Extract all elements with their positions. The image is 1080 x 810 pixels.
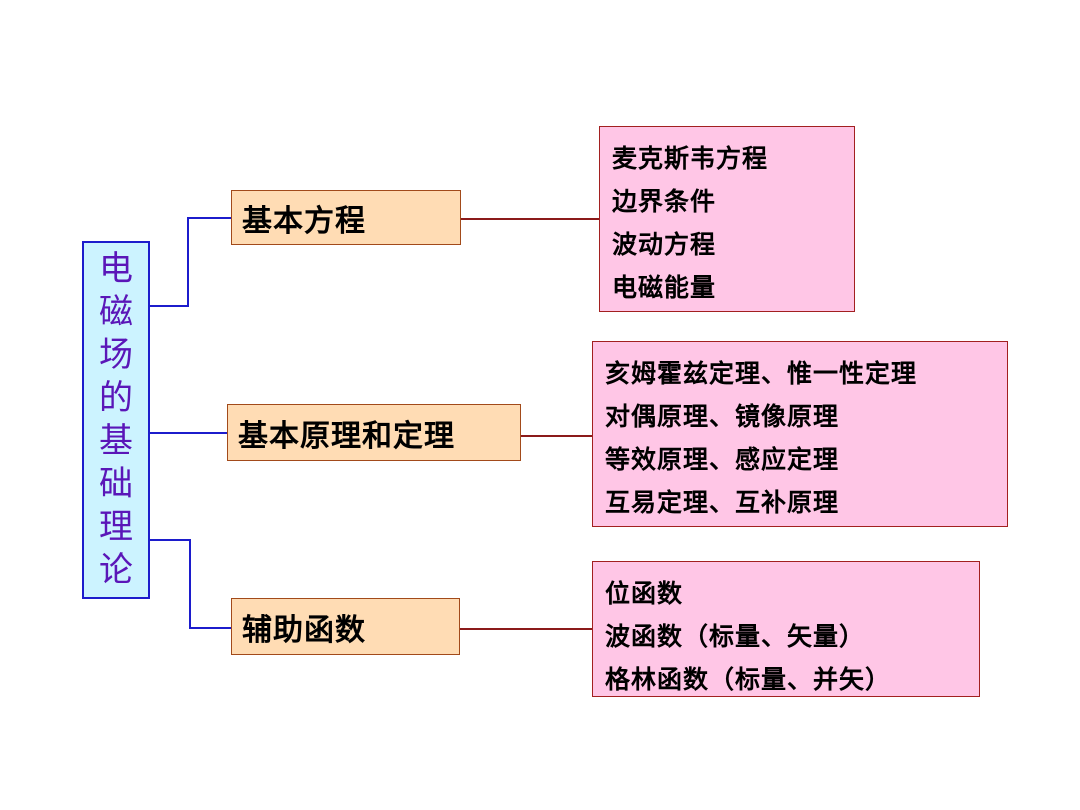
branch-basic-equations: 基本方程	[231, 190, 461, 245]
leaf-list-basic-equations: 麦克斯韦方程 边界条件 波动方程 电磁能量	[599, 126, 855, 312]
root-char: 理	[99, 507, 133, 547]
leaf-list-principles-theorems: 亥姆霍兹定理、惟一性定理 对偶原理、镜像原理 等效原理、感应定理 互易定理、互补…	[592, 341, 1008, 527]
root-char: 场	[99, 335, 133, 375]
list-item: 位函数	[605, 579, 684, 608]
branch-auxiliary-functions: 辅助函数	[231, 598, 460, 655]
root-char: 磁	[99, 292, 133, 332]
root-node-em-field-theory: 电 磁 场 的 基 础 理 论	[82, 241, 150, 599]
root-char: 电	[99, 249, 133, 289]
connector-root-to-auxiliary-functions	[150, 539, 231, 629]
branch-label: 基本方程	[242, 203, 366, 239]
list-item: 格林函数（标量、并矢）	[605, 665, 892, 694]
branch-principles-theorems: 基本原理和定理	[227, 404, 521, 461]
root-char: 论	[99, 550, 133, 590]
list-item: 波动方程	[612, 230, 717, 259]
list-item: 互易定理、互补原理	[605, 488, 840, 517]
root-char: 的	[99, 378, 133, 418]
root-char: 基	[99, 421, 133, 461]
list-item: 麦克斯韦方程	[612, 144, 769, 173]
root-char: 础	[99, 464, 133, 504]
list-item: 边界条件	[612, 187, 717, 216]
branch-label: 辅助函数	[242, 612, 366, 648]
list-item: 对偶原理、镜像原理	[605, 402, 840, 431]
leaf-list-auxiliary-functions: 位函数 波函数（标量、矢量） 格林函数（标量、并矢）	[592, 561, 980, 697]
list-item: 等效原理、感应定理	[605, 445, 840, 474]
connector-root-to-basic-equations	[150, 217, 231, 307]
list-item: 电磁能量	[612, 273, 717, 302]
branch-label: 基本原理和定理	[238, 418, 455, 454]
list-item: 亥姆霍兹定理、惟一性定理	[605, 359, 918, 388]
list-item: 波函数（标量、矢量）	[605, 622, 866, 651]
